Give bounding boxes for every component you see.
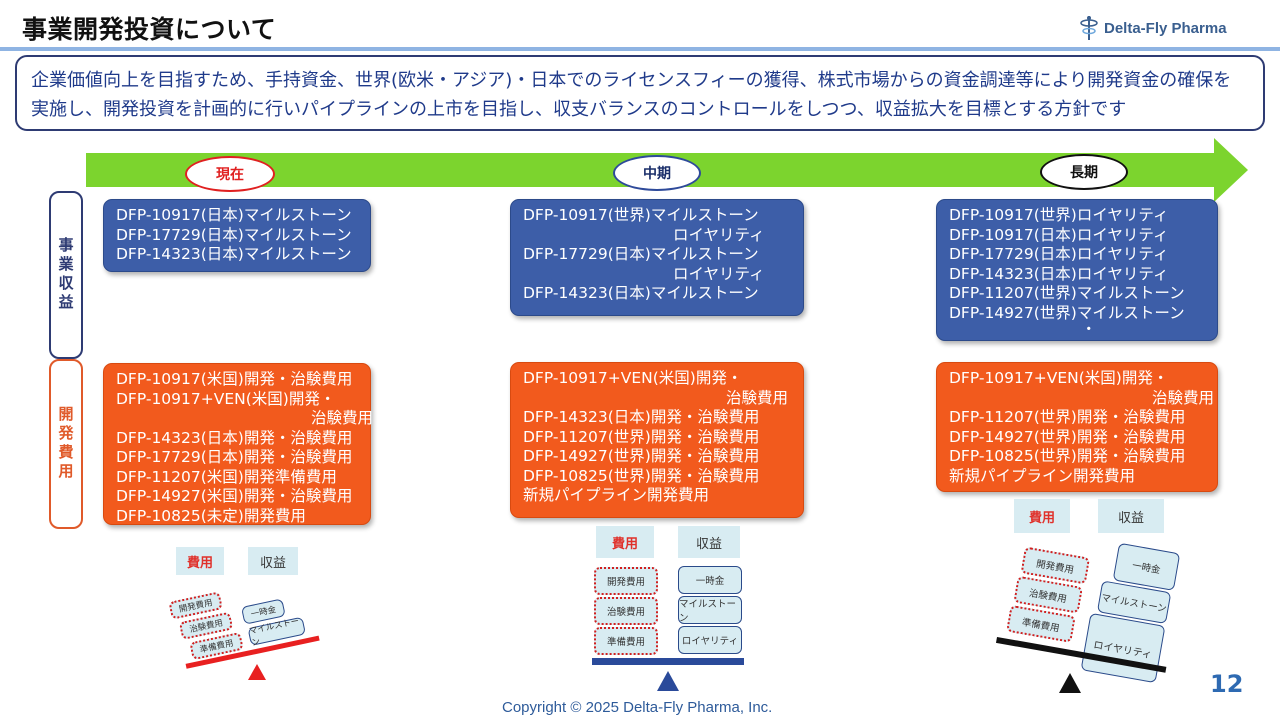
balance-revenue-tag: 収益 [1098,499,1164,533]
revenue-item: ロイヤリティ [673,225,765,244]
cost-item: 新規パイプライン開発費用 [523,486,710,504]
cost-item: DFP-11207(世界)開発・治験費用 [949,408,1186,426]
copyright-notice: Copyright © 2025 Delta-Fly Pharma, Inc. [502,699,773,716]
balance-chip-revenue: ロイヤリティ [1080,612,1166,684]
delta-fly-logo-icon [1080,16,1098,40]
revenue-box-current: DFP-10917(日本)マイルストーン DFP-17729(日本)マイルストー… [103,199,371,272]
balance-fulcrum [248,664,266,680]
cost-item: DFP-11207(米国)開発準備費用 [116,467,337,486]
balance-revenue-tag: 収益 [678,526,740,558]
phase-current: 現在 [185,156,275,192]
revenue-item: DFP-14323(日本)マイルストーン [523,284,759,302]
cost-item: 治験費用 [726,388,789,407]
cost-item: DFP-14323(日本)開発・治験費用 [523,408,760,426]
cost-box-current: DFP-10917(米国)開発・治験費用 DFP-10917+VEN(米国)開発… [103,363,374,525]
balance-cost-tag: 費用 [1014,499,1070,533]
revenue-item: DFP-17729(日本)ロイヤリティ [949,245,1169,263]
balance-chip-revenue: ロイヤリティ [678,626,742,654]
revenue-item: DFP-10917(日本)ロイヤリティ [949,225,1169,244]
cost-item: DFP-14927(米国)開発・治験費用 [116,487,353,505]
logo-text: Delta-Fly Pharma [1104,19,1227,37]
revenue-item: DFP-10917(世界)マイルストーン [523,206,759,224]
cost-box-mid-term: DFP-10917+VEN(米国)開発・ 治験費用 DFP-14323(日本)開… [510,362,804,518]
revenue-item: DFP-17729(日本)マイルストーン [523,245,759,263]
revenue-item: ロイヤリティ [673,264,765,283]
phase-long-term: 長期 [1040,154,1128,190]
balance-chip-cost: 準備費用 [594,627,658,655]
revenue-item: DFP-10917(世界)ロイヤリティ [949,206,1169,224]
balance-chip-cost: 開発費用 [594,567,658,595]
cost-item: 新規パイプライン開発費用 [949,466,1136,485]
balance-long-term: 開発費用 治験費用 準備費用 一時金 マイルストーン ロイヤリティ [991,523,1189,701]
balance-fulcrum [1059,673,1081,693]
title-divider [0,47,1280,51]
revenue-item: DFP-14927(世界)マイルストーン [949,303,1185,322]
cost-item: DFP-14927(世界)開発・治験費用 [523,447,760,465]
balance-current: 開発費用 治験費用 準備費用 一時金 マイルストーン [159,565,334,686]
phase-mid-term: 中期 [613,155,701,191]
balance-beam [592,658,744,665]
balance-chip-revenue: マイルストーン [678,596,742,624]
cost-item: DFP-17729(日本)開発・治験費用 [116,448,353,466]
balance-fulcrum [657,671,679,691]
revenue-item: DFP-10917(日本)マイルストーン [116,206,352,224]
page-title: 事業開発投資について [22,15,277,44]
cost-item: DFP-10825(世界)開発・治験費用 [523,466,760,485]
cost-item: DFP-14323(日本)開発・治験費用 [116,428,353,447]
cost-item: DFP-10825(世界)開発・治験費用 [949,447,1186,465]
revenue-box-mid-term: DFP-10917(世界)マイルストーン ロイヤリティ DFP-17729(日本… [510,199,804,316]
cost-item: DFP-14927(世界)開発・治験費用 [949,427,1186,446]
balance-revenue-tag: 収益 [248,547,298,575]
revenue-box-long-term: DFP-10917(世界)ロイヤリティ DFP-10917(日本)ロイヤリティ … [936,199,1218,341]
revenue-item: DFP-11207(世界)マイルストーン [949,284,1185,302]
cost-item: 治験費用 [1152,388,1215,407]
revenue-item: DFP-17729(日本)マイルストーン [116,225,352,244]
balance-cost-tag: 費用 [176,547,224,575]
balance-chip-cost: 治験費用 [594,597,658,625]
side-label-cost: 開発費用 [49,359,83,529]
revenue-item: DFP-14323(日本)マイルストーン [116,245,352,263]
cost-item: DFP-10917+VEN(米国)開発・ [949,369,1169,387]
cost-box-long-term: DFP-10917+VEN(米国)開発・ 治験費用 DFP-11207(世界)開… [936,362,1218,492]
cost-item: DFP-11207(世界)開発・治験費用 [523,427,760,446]
cost-item: DFP-10825(未定)開発費用 [116,506,306,525]
balance-chip-revenue: 一時金 [678,566,742,594]
balance-cost-tag: 費用 [596,526,654,558]
revenue-item: DFP-14323(日本)ロイヤリティ [949,264,1169,283]
cost-item: DFP-10917+VEN(米国)開発・ [116,389,336,408]
policy-statement: 企業価値向上を目指すため、手持資金、世界(欧米・アジア)・日本でのライセンスフィ… [15,55,1265,131]
company-logo: Delta-Fly Pharma [1078,14,1227,42]
cost-item: DFP-10917+VEN(米国)開発・ [523,369,743,387]
cost-item: 治験費用 [311,409,374,427]
revenue-item: ・ [1081,320,1097,338]
side-label-revenue: 事業収益 [49,191,83,359]
page-number: 12 [1210,670,1244,698]
cost-item: DFP-10917(米国)開発・治験費用 [116,370,353,388]
